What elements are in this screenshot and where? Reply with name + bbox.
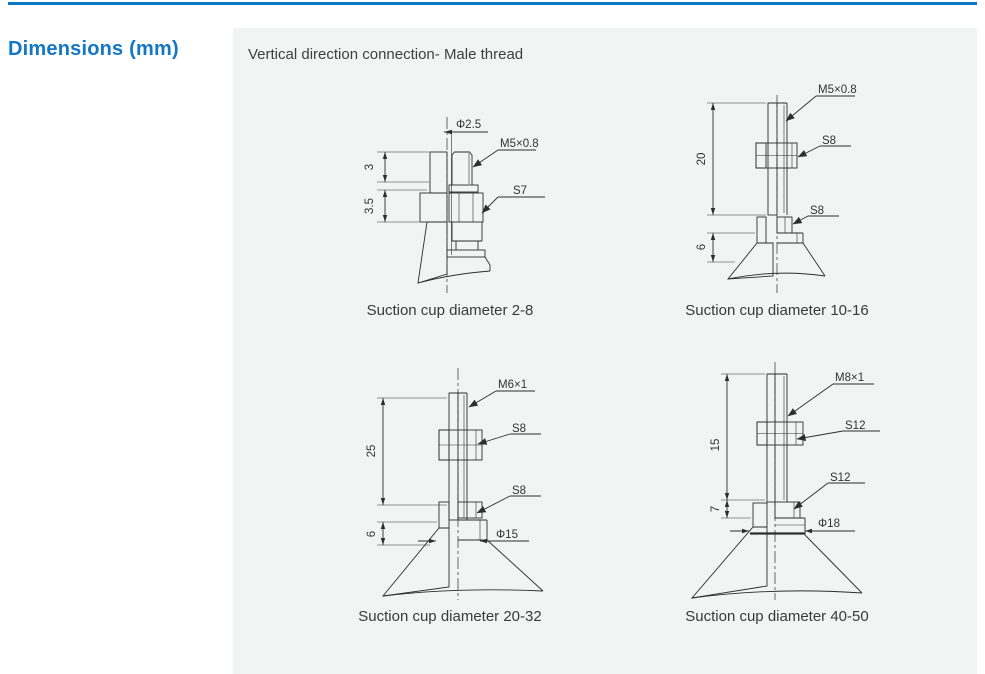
dim-20-label: 20: [696, 153, 708, 166]
drawing-suction-cup-20-32: M6×1 S8 S8 Φ15 25 6: [366, 368, 544, 600]
dim-7-label: 7: [710, 506, 722, 512]
hex-lower-label: S8: [512, 485, 526, 497]
cup-diameter-label: Φ15: [496, 529, 518, 541]
caption-suction-cup-40-50: Suction cup diameter 40-50: [685, 608, 869, 625]
caption-suction-cup-2-8: Suction cup diameter 2-8: [366, 302, 534, 319]
top-accent-rule: [8, 2, 977, 5]
dim-15-label: 15: [710, 439, 722, 452]
drawing-suction-cup-40-50: M8×1 S12 S12 Φ18 15 7: [690, 362, 880, 600]
dim-6-label: 6: [696, 244, 708, 250]
drawing-suction-cup-2-8: Φ2.5 3 3.5 M5×0.8 S7: [364, 117, 545, 293]
drawing-suction-cup-10-16: M5×0.8 S8 S8 20 6: [696, 84, 857, 293]
page-title: Dimensions (mm): [8, 38, 179, 60]
hex-lower-label: S8: [810, 205, 824, 217]
caption-suction-cup-10-16: Suction cup diameter 10-16: [685, 302, 869, 319]
hex-lower-label: S12: [830, 472, 850, 484]
thread-label: M8×1: [835, 372, 864, 384]
dim-25-label: 25: [366, 445, 378, 458]
hex-upper-label: S12: [845, 420, 865, 432]
dimensions-panel: [233, 28, 977, 674]
panel-title: Vertical direction connection- Male thre…: [248, 46, 524, 63]
dim-3-label: 3: [364, 164, 376, 170]
thread-label: M5×0.8: [818, 84, 857, 96]
dim-3_5-label: 3.5: [364, 198, 376, 214]
hex-upper-label: S8: [512, 423, 526, 435]
thread-label: M6×1: [498, 379, 527, 391]
cup-diameter-label: Φ18: [818, 518, 840, 530]
hex-size-label: S7: [513, 185, 527, 197]
hex-upper-label: S8: [822, 135, 836, 147]
thread-label: M5×0.8: [500, 138, 539, 150]
dim-6-label: 6: [366, 531, 378, 537]
hole-diameter-label: Φ2.5: [456, 119, 481, 131]
caption-suction-cup-20-32: Suction cup diameter 20-32: [358, 608, 542, 625]
